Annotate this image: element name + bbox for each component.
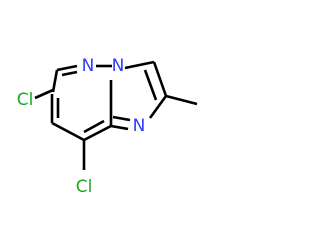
structure-svg: Cl N N N Cl xyxy=(17,56,198,197)
bond-c8a-c8-double xyxy=(83,119,105,134)
bond-c6-n1-double xyxy=(61,70,78,77)
chlorine-top-label: Cl xyxy=(17,90,34,110)
molecule-diagram: Cl N N N Cl xyxy=(16,56,198,197)
bond-c2-n1prime xyxy=(148,95,168,119)
bond-c3-c2 xyxy=(152,61,168,97)
bond-c8a-c8 xyxy=(83,124,112,142)
bond-c3-c2-double xyxy=(143,69,158,101)
nitrogen-top-label: N xyxy=(82,56,95,76)
bond-cl-c6 xyxy=(34,88,54,100)
bond-c6-n1 xyxy=(56,64,78,72)
chlorine-bottom-label: Cl xyxy=(76,177,93,197)
bond-c2-methyl xyxy=(165,94,198,106)
atom-labels: Cl N N N Cl xyxy=(17,56,146,197)
bond-n1prime-c8a-double xyxy=(112,115,131,122)
bond-c8-c7 xyxy=(51,121,85,142)
bond-c6-cl-connector xyxy=(51,69,59,93)
bond-n1prime-c8a xyxy=(110,124,129,131)
bond-n2-c3 xyxy=(124,60,155,70)
nitrogen-right-label: N xyxy=(133,116,146,136)
nitrogen-bridge-label: N xyxy=(112,56,125,76)
bonds xyxy=(34,60,198,170)
